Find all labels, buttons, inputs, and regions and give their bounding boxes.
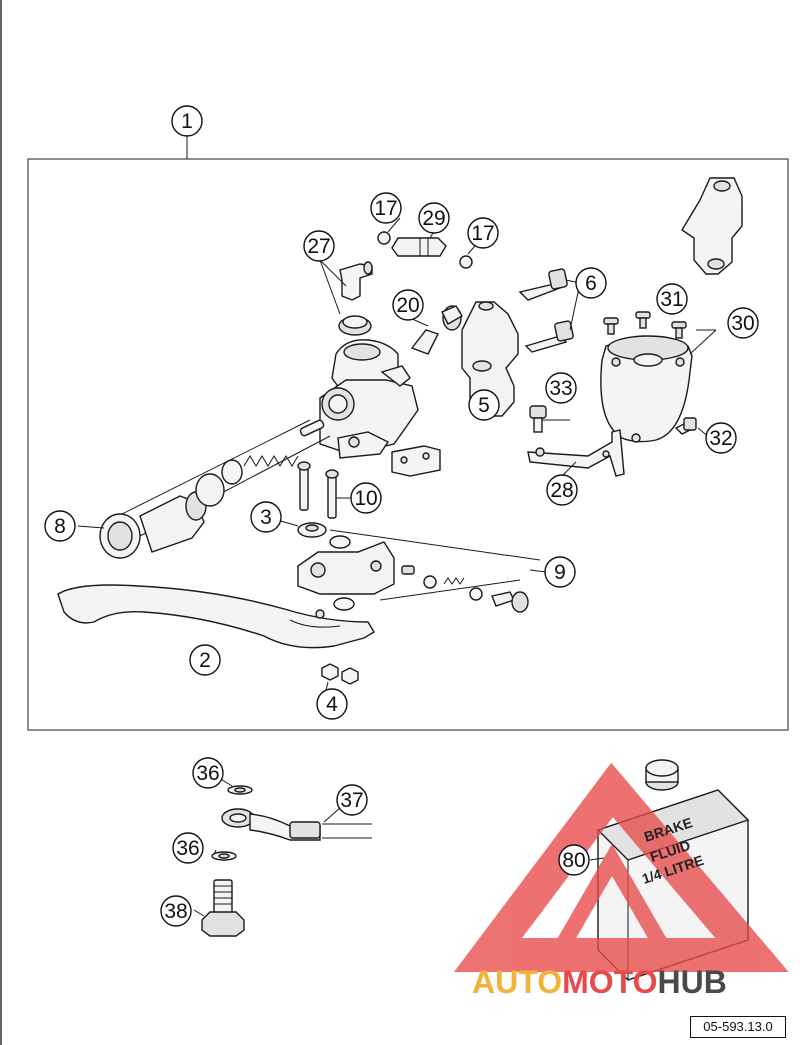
- svg-text:27: 27: [307, 235, 330, 258]
- callout-4: 4: [316, 688, 348, 720]
- callout-37: 37: [336, 784, 368, 816]
- callout-28: 28: [546, 474, 578, 506]
- watermark-text: AUTOMOTOHUB: [472, 964, 727, 1000]
- svg-text:17: 17: [471, 222, 494, 245]
- svg-text:80: 80: [562, 849, 585, 872]
- callout-32: 32: [705, 422, 737, 454]
- callout-33: 33: [545, 372, 577, 404]
- svg-text:10: 10: [354, 487, 377, 510]
- callout-20: 20: [392, 289, 424, 321]
- svg-text:4: 4: [326, 693, 338, 716]
- svg-text:8: 8: [54, 515, 66, 538]
- svg-text:20: 20: [396, 294, 419, 317]
- callout-2: 2: [189, 644, 221, 676]
- svg-text:5: 5: [478, 394, 490, 417]
- callout-5: 5: [468, 389, 500, 421]
- svg-text:31: 31: [660, 288, 683, 311]
- callout-17-right: 17: [467, 217, 499, 249]
- svg-text:29: 29: [422, 207, 445, 230]
- callout-8: 8: [44, 510, 76, 542]
- callout-27: 27: [303, 230, 335, 262]
- callout-1: 1: [171, 105, 203, 137]
- callout-36-bottom: 36: [172, 832, 204, 864]
- svg-text:28: 28: [550, 479, 573, 502]
- svg-text:1: 1: [181, 110, 193, 133]
- assembly-box: [27, 158, 789, 731]
- svg-text:30: 30: [731, 312, 754, 335]
- callout-29: 29: [418, 202, 450, 234]
- svg-text:3: 3: [260, 506, 272, 529]
- svg-text:2: 2: [199, 649, 211, 672]
- callout-31: 31: [656, 283, 688, 315]
- svg-text:37: 37: [340, 789, 363, 812]
- svg-text:38: 38: [164, 900, 187, 923]
- svg-text:36: 36: [176, 837, 199, 860]
- svg-text:6: 6: [585, 272, 597, 295]
- callout-30: 30: [727, 307, 759, 339]
- svg-text:32: 32: [709, 427, 732, 450]
- callout-9: 9: [544, 556, 576, 588]
- callouts: 1 2 3 4 5 6 8 9 10 17 17 20 27 28 29 30 …: [44, 105, 759, 927]
- callout-10: 10: [350, 482, 382, 514]
- callout-36-top: 36: [192, 757, 224, 789]
- svg-text:9: 9: [554, 561, 566, 584]
- watermark-logo: [453, 762, 789, 972]
- svg-text:33: 33: [549, 377, 572, 400]
- callout-80: 80: [558, 844, 590, 876]
- svg-text:36: 36: [196, 762, 219, 785]
- callout-17-left: 17: [370, 192, 402, 224]
- callout-3: 3: [250, 501, 282, 533]
- callout-6: 6: [575, 267, 607, 299]
- reference-code: 05-593.13.0: [690, 1016, 786, 1038]
- callout-38: 38: [160, 895, 192, 927]
- svg-text:17: 17: [374, 197, 397, 220]
